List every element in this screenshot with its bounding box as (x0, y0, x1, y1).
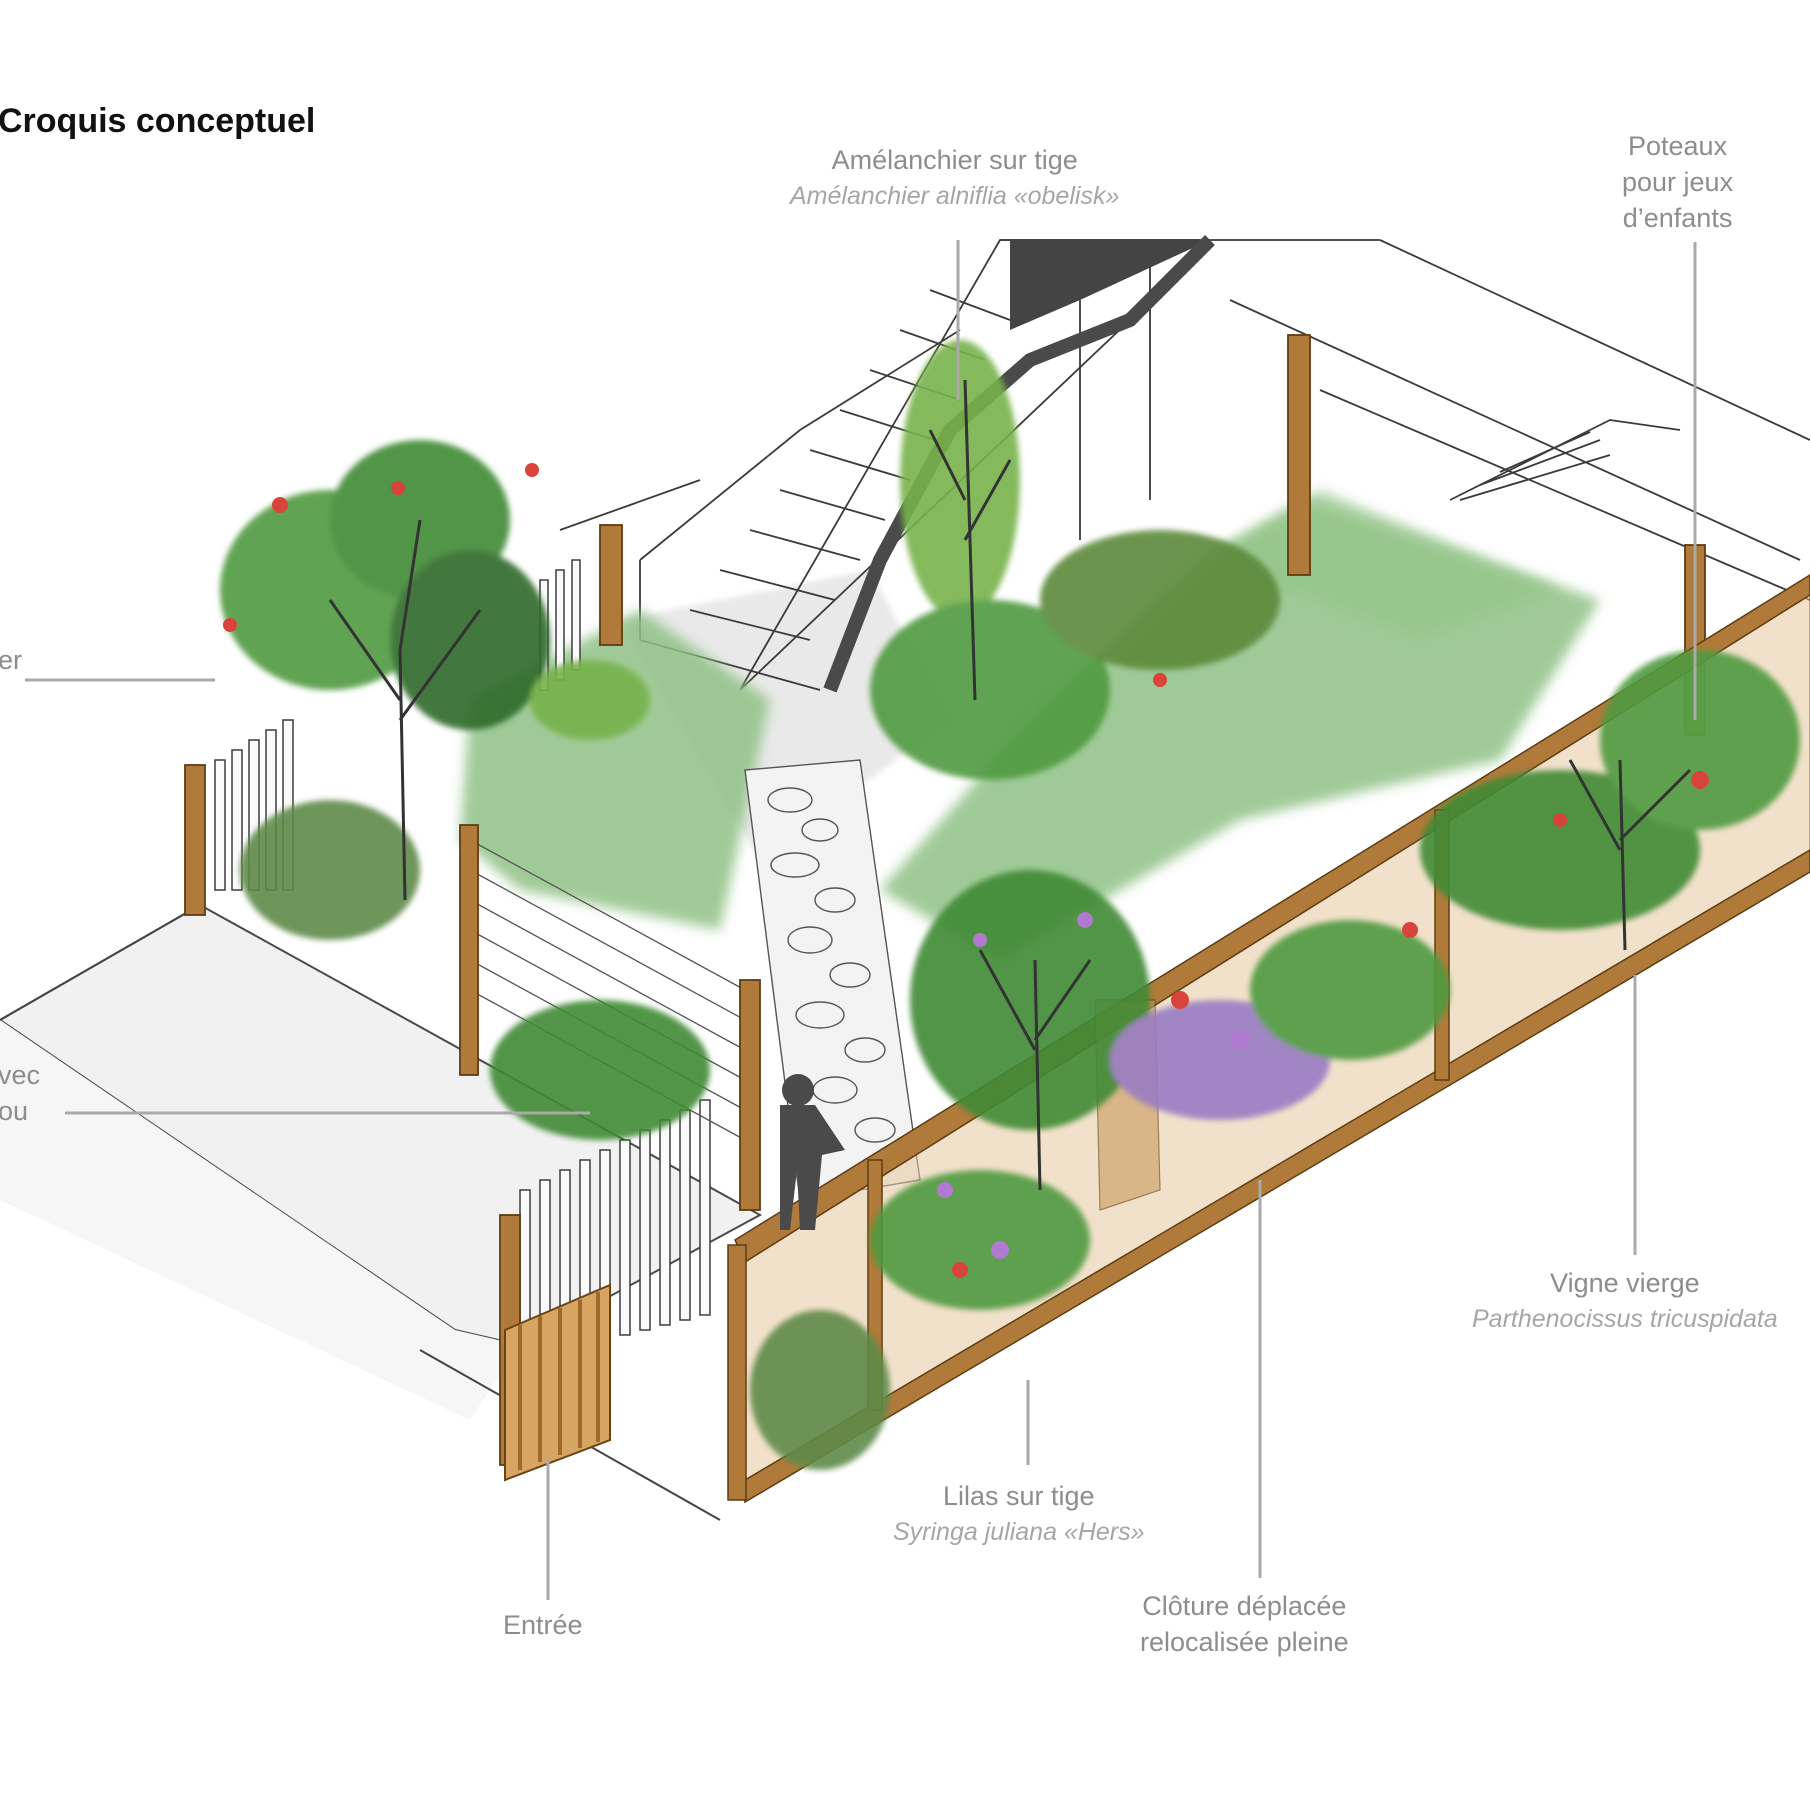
purple-flower-accents (937, 912, 1250, 1259)
label-poteaux-line2: pour jeux (1622, 167, 1734, 197)
label-lilas: Lilas sur tige Syringa juliana «Hers» (893, 1478, 1145, 1550)
leader-lines (25, 240, 1697, 1600)
label-entree: Entrée (503, 1607, 583, 1643)
left-picket-fence (214, 559, 711, 1341)
label-vigne-latin: Parthenocissus tricuspidata (1472, 1305, 1778, 1333)
label-lilas-common: Lilas sur tige (942, 1481, 1095, 1511)
page-title: Croquis conceptuel (0, 102, 316, 140)
label-vigne-common: Vigne vierge (1550, 1268, 1700, 1298)
label-cloture-line1: Clôture déplacée (1142, 1591, 1347, 1621)
label-poteaux-line1: Poteaux (1628, 131, 1728, 161)
label-cloture-line2: relocalisée pleine (1140, 1627, 1349, 1657)
red-flower-accents (223, 463, 1709, 1278)
label-poteaux: Poteaux pour jeux d’enfants (1622, 128, 1733, 236)
house-stairs-sketch (559, 235, 1810, 693)
label-left-top-fragment-text: er (0, 645, 23, 675)
label-poteaux-line3: d’enfants (1622, 203, 1733, 233)
entrance-gate (504, 1283, 611, 1482)
person-silhouette (780, 1074, 845, 1230)
label-amelanchier: Amélanchier sur tige Amélanchier alnifli… (790, 142, 1119, 214)
label-left-top-fragment: er (0, 642, 22, 678)
label-lilas-latin: Syringa juliana «Hers» (893, 1518, 1145, 1546)
label-left-mid-line2: ou (0, 1096, 29, 1126)
label-left-mid-fragment: vec ou (0, 1057, 40, 1129)
trees (328, 379, 1692, 1191)
label-left-mid-line1: vec (0, 1060, 41, 1090)
label-vigne: Vigne vierge Parthenocissus tricuspidata (1472, 1265, 1778, 1337)
label-amelanchier-latin: Amélanchier alniflia «obelisk» (790, 182, 1120, 210)
label-cloture: Clôture déplacée relocalisée pleine (1140, 1588, 1349, 1660)
label-entree-text: Entrée (503, 1610, 583, 1640)
label-amelanchier-common: Amélanchier sur tige (831, 145, 1078, 175)
